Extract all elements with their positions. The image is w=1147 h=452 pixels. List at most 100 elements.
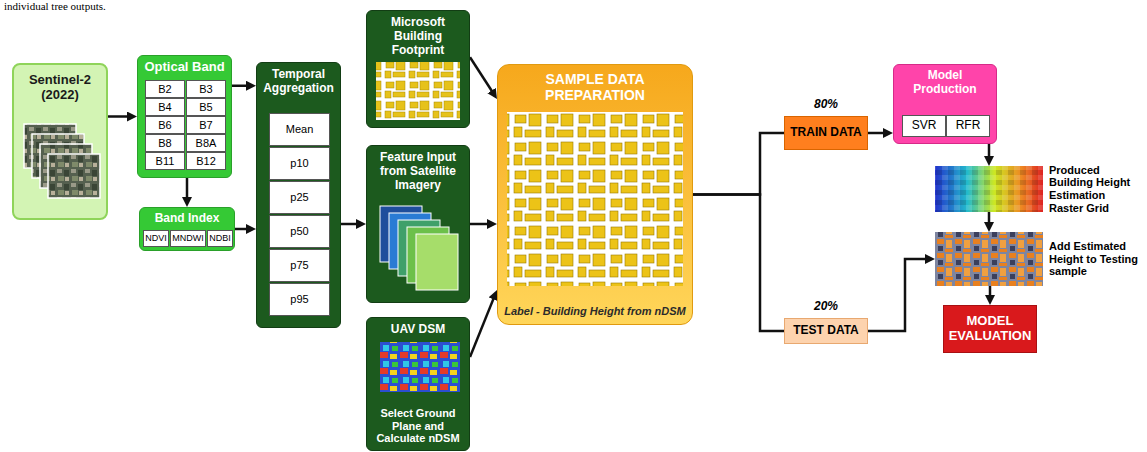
image-caption: Produced Building Height Estimation Rast…: [1049, 164, 1141, 215]
node-text: B11: [156, 155, 175, 168]
table-cell: NDBI: [207, 230, 233, 247]
node-text: Label - Building Height from nDSM: [504, 305, 686, 318]
node-text: B4: [158, 101, 171, 114]
flow-arrow: [470, 295, 495, 357]
node-text: SVR: [912, 119, 937, 133]
node-text: B5: [199, 101, 212, 114]
flow-arrow: [988, 144, 991, 161]
input-box: Microsoft Building Footprint: [366, 10, 470, 128]
node-text: B12: [196, 155, 216, 168]
flow-arrow: [232, 85, 251, 88]
result-box: MODEL EVALUATION: [943, 305, 1037, 353]
table-cell: B12: [186, 152, 226, 170]
split-percent: 20%: [784, 300, 868, 314]
node-text: NDVI: [145, 233, 167, 243]
node-text: B6: [158, 119, 171, 132]
table-cell: RFR: [946, 115, 990, 137]
table-cell: MNDWI: [170, 230, 206, 247]
node-text: B3: [199, 83, 212, 96]
flow-arrow: [693, 133, 784, 195]
node-text: Sentinel-2 (2022): [18, 73, 102, 103]
node-text: B8A: [196, 137, 217, 150]
table-cell: p95: [269, 283, 330, 316]
table-cell: B5: [186, 98, 226, 116]
node-text: Microsoft Building Footprint: [371, 16, 465, 57]
index-table-box: Band IndexNDVIMNDWINDBI: [139, 207, 235, 251]
node-text: B8: [158, 137, 171, 150]
sample-map: [507, 112, 683, 286]
testing-sample-image: [935, 232, 1043, 286]
aggregation-box: Temporal AggregationMean p10 p25 p50 p75 p95: [256, 62, 341, 328]
split-percent: 80%: [784, 98, 868, 112]
page-fragment: individual tree outputs.: [4, 0, 224, 13]
flow-arrow: [988, 212, 991, 227]
flow-arrow: [341, 223, 361, 226]
flow-arrow: [235, 228, 251, 231]
flow-arrow: [989, 286, 992, 300]
node-text: B2: [158, 83, 171, 96]
table-cell: p25: [269, 181, 330, 214]
flow-arrow: [186, 178, 189, 202]
table-cell: B8: [145, 134, 185, 152]
satellite-tile: [40, 144, 92, 188]
feature-layer: [380, 206, 422, 262]
table-cell: Mean: [269, 113, 330, 146]
node-text: p25: [290, 191, 308, 204]
split-box: TEST DATA: [784, 318, 868, 344]
node-text: Select Ground Plane and Calculate nDSM: [371, 407, 465, 445]
satellite-image-stack: [24, 124, 100, 198]
image-caption: Add Estimated Height to Testing sample: [1049, 240, 1141, 278]
input-box: UAV DSM Select Ground Plane and Calculate…: [366, 317, 470, 451]
flow-arrow: [868, 132, 888, 135]
node-text: MNDWI: [172, 233, 204, 243]
feature-layer: [398, 220, 440, 276]
table-cell: B3: [186, 80, 226, 98]
table-cell: B4: [145, 98, 185, 116]
node-text: p75: [290, 259, 308, 272]
node-text: NDBI: [209, 233, 231, 243]
node-text: Temporal Aggregation: [261, 68, 336, 96]
node-text: RFR: [956, 119, 981, 133]
table-cell: NDVI: [143, 230, 169, 247]
table-cell: SVR: [902, 115, 946, 137]
node-text: Mean: [286, 123, 314, 136]
table-cell: p10: [269, 147, 330, 180]
raster-grid-image: [935, 166, 1043, 212]
satellite-tile: [24, 124, 76, 168]
building-footprints: [507, 112, 683, 286]
input-box: Feature Input from Satellite Imagery: [366, 145, 470, 303]
image-node: Produced Building Height Estimation Rast…: [935, 166, 1043, 212]
table-cell: B6: [145, 116, 185, 134]
satellite-tile: [32, 134, 84, 178]
table-cell: B8A: [186, 134, 226, 152]
node-text: p10: [290, 157, 308, 170]
split-box: TRAIN DATA: [784, 116, 868, 150]
flow-arrow: [693, 195, 784, 332]
flow-arrow: [470, 57, 494, 95]
table-cell: p75: [269, 249, 330, 282]
node-text: B7: [199, 119, 212, 132]
image-node: Add Estimated Height to Testing sample: [935, 232, 1043, 286]
node-text: Optical Band: [144, 60, 224, 75]
satellite-tile: [48, 154, 100, 198]
table-cell: B7: [186, 116, 226, 134]
footprint-map: [376, 62, 460, 120]
feature-layer: [389, 213, 431, 269]
feature-layer: [407, 227, 449, 283]
raster-color: [935, 166, 1043, 212]
node-text: TRAIN DATA: [790, 126, 862, 140]
table-cell: p50: [269, 215, 330, 248]
flow-arrow: [108, 115, 132, 118]
node-text: TEST DATA: [793, 324, 859, 338]
node-text: p95: [290, 293, 308, 306]
map-ground: [376, 62, 460, 120]
model-box: Model ProductionSVR RFR: [893, 64, 997, 144]
node-text: p50: [290, 225, 308, 238]
node-text: Model Production: [898, 69, 992, 97]
flow-arrow: [470, 223, 492, 226]
feature-layer-stack: [380, 206, 458, 290]
dsm-image: [380, 342, 460, 392]
node-text: UAV DSM: [391, 323, 445, 337]
node-text: MODEL EVALUATION: [948, 314, 1032, 344]
